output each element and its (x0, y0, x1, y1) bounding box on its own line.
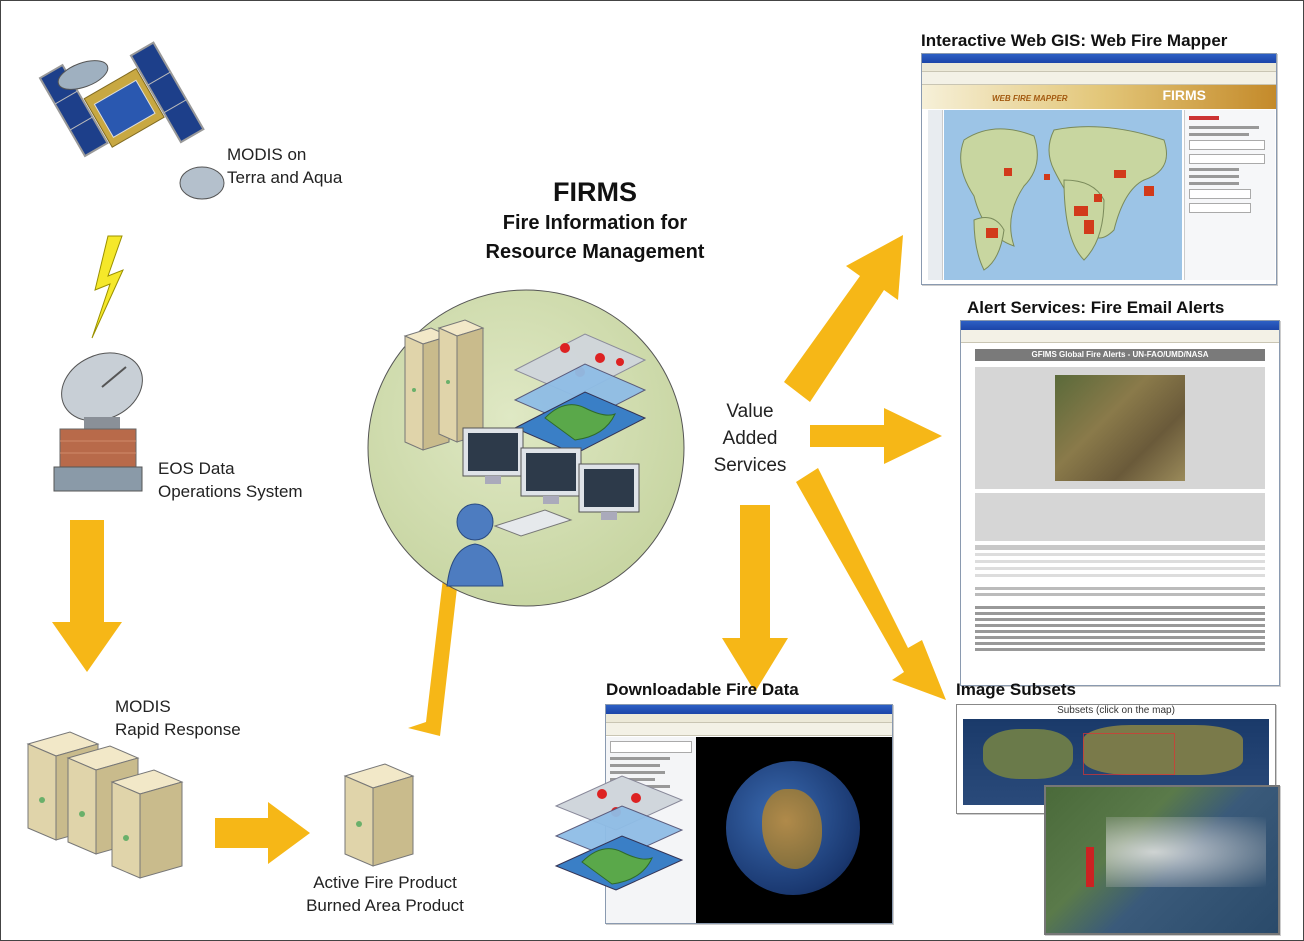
web-gis-title: Interactive Web GIS: Web Fire Mapper (921, 31, 1228, 50)
arrow-to-email-alerts (810, 408, 942, 464)
email-header: GFIMS Global Fire Alerts - UN-FAO/UMD/NA… (975, 349, 1265, 361)
subsets-title: Image Subsets (956, 680, 1076, 699)
eos-label-line1: EOS Data (158, 459, 235, 478)
firms-subtitle-line1: Fire Information for (502, 212, 688, 234)
value-added-label: Value Added Services (695, 398, 805, 479)
eos-label: EOS Data Operations System (158, 457, 303, 503)
product-server-icon (343, 763, 415, 867)
download-title: Downloadable Fire Data (606, 680, 799, 699)
value-added-line1: Value (726, 401, 774, 422)
arrow-to-download (722, 505, 788, 692)
arrow-to-subsets (796, 468, 946, 700)
satellite-label: MODIS on Terra and Aqua (227, 143, 342, 189)
rapid-response-label: MODIS Rapid Response (115, 695, 241, 741)
satellite-label-line2: Terra and Aqua (227, 168, 343, 187)
eos-label-line2: Operations System (158, 482, 303, 501)
firms-system-icon (403, 319, 647, 587)
satellite-icon (38, 41, 225, 200)
globe-view (696, 737, 892, 923)
rapid-response-label-line2: Rapid Response (115, 720, 241, 739)
firms-heading: FIRMS Fire Information for Resource Mana… (430, 175, 760, 267)
arrow-to-web-gis (784, 235, 903, 402)
product-label-line1: Active Fire Product (313, 873, 457, 892)
product-label-line2: Burned Area Product (306, 896, 464, 915)
data-layers-icon (554, 775, 684, 891)
arrow-eos-to-rapid (52, 520, 122, 672)
web-fire-mapper-banner: WEB FIRE MAPPER (992, 94, 1068, 103)
server-cluster-icon (26, 731, 184, 879)
ethiopia-satellite-image (1055, 375, 1185, 481)
email-alert-screenshot: GFIMS Global Fire Alerts - UN-FAO/UMD/NA… (960, 320, 1280, 686)
value-added-line2: Added (722, 428, 778, 449)
firms-title: FIRMS (553, 177, 637, 207)
product-label: Active Fire Product Burned Area Product (285, 871, 485, 917)
arrow-rapid-to-product (215, 802, 310, 864)
firms-subtitle-line2: Resource Management (485, 241, 705, 263)
satellite-label-line1: MODIS on (227, 145, 307, 164)
web-fire-mapper-logo: FIRMS (1162, 87, 1206, 103)
rapid-response-label-line1: MODIS (115, 697, 171, 716)
satellite-dish-icon (53, 352, 143, 492)
lightning-bolt (91, 235, 124, 339)
email-alerts-title: Alert Services: Fire Email Alerts (967, 298, 1225, 317)
subsets-caption: Subsets (click on the map) (1057, 705, 1175, 716)
value-added-line3: Services (713, 455, 787, 476)
fire-map (944, 110, 1182, 280)
subset-detail-image (1044, 785, 1280, 935)
web-fire-mapper-screenshot: WEB FIRE MAPPER FIRMS (921, 53, 1277, 285)
